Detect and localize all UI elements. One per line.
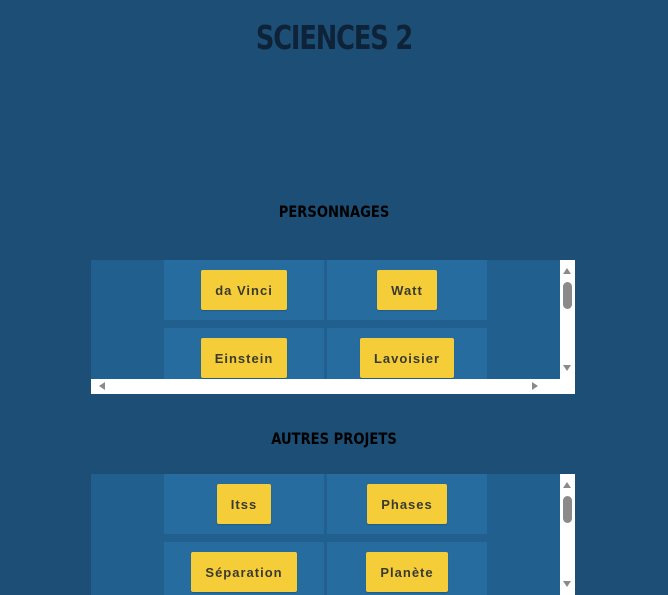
scrollbar-corner: [560, 379, 575, 394]
vertical-scrollbar[interactable]: [560, 474, 575, 595]
triangle-right-icon[interactable]: [532, 382, 538, 390]
grid-cell: Einstein: [164, 328, 324, 379]
planete-button[interactable]: Planète: [366, 552, 448, 592]
scrollbar-thumb[interactable]: [563, 496, 572, 523]
horizontal-scrollbar[interactable]: [91, 379, 560, 394]
section-title-personnages: PERSONNAGES: [278, 202, 390, 221]
scrollbar-thumb[interactable]: [563, 282, 572, 309]
phases-button[interactable]: Phases: [367, 484, 447, 524]
personnages-scroll-panel[interactable]: da Vinci Watt Einstein Lavoisier: [91, 260, 575, 394]
triangle-down-icon[interactable]: [563, 581, 571, 587]
itss-button[interactable]: Itss: [216, 484, 272, 524]
triangle-up-icon[interactable]: [563, 482, 571, 488]
da-vinci-button[interactable]: da Vinci: [201, 270, 287, 310]
page-title: SCIENCES 2: [255, 18, 413, 57]
triangle-left-icon[interactable]: [99, 382, 105, 390]
section-title-autres-projets: AUTRES PROJETS: [271, 429, 397, 448]
grid-cell: Watt: [327, 260, 487, 320]
autres-projets-scroll-panel[interactable]: Itss Phases Séparation Planète: [91, 474, 575, 595]
watt-button[interactable]: Watt: [377, 270, 437, 310]
personnages-viewport: da Vinci Watt Einstein Lavoisier: [91, 260, 560, 379]
grid-cell: Séparation: [164, 542, 324, 595]
einstein-button[interactable]: Einstein: [200, 338, 288, 378]
grid-cell: da Vinci: [164, 260, 324, 320]
grid-cell: Lavoisier: [327, 328, 487, 379]
autres-projets-viewport: Itss Phases Séparation Planète: [91, 474, 560, 595]
vertical-scrollbar[interactable]: [560, 260, 575, 379]
triangle-down-icon[interactable]: [563, 365, 571, 371]
grid-cell: Phases: [327, 474, 487, 534]
grid-cell: Itss: [164, 474, 324, 534]
lavoisier-button[interactable]: Lavoisier: [359, 338, 455, 378]
grid-cell: Planète: [327, 542, 487, 595]
separation-button[interactable]: Séparation: [191, 552, 297, 592]
triangle-up-icon[interactable]: [563, 268, 571, 274]
